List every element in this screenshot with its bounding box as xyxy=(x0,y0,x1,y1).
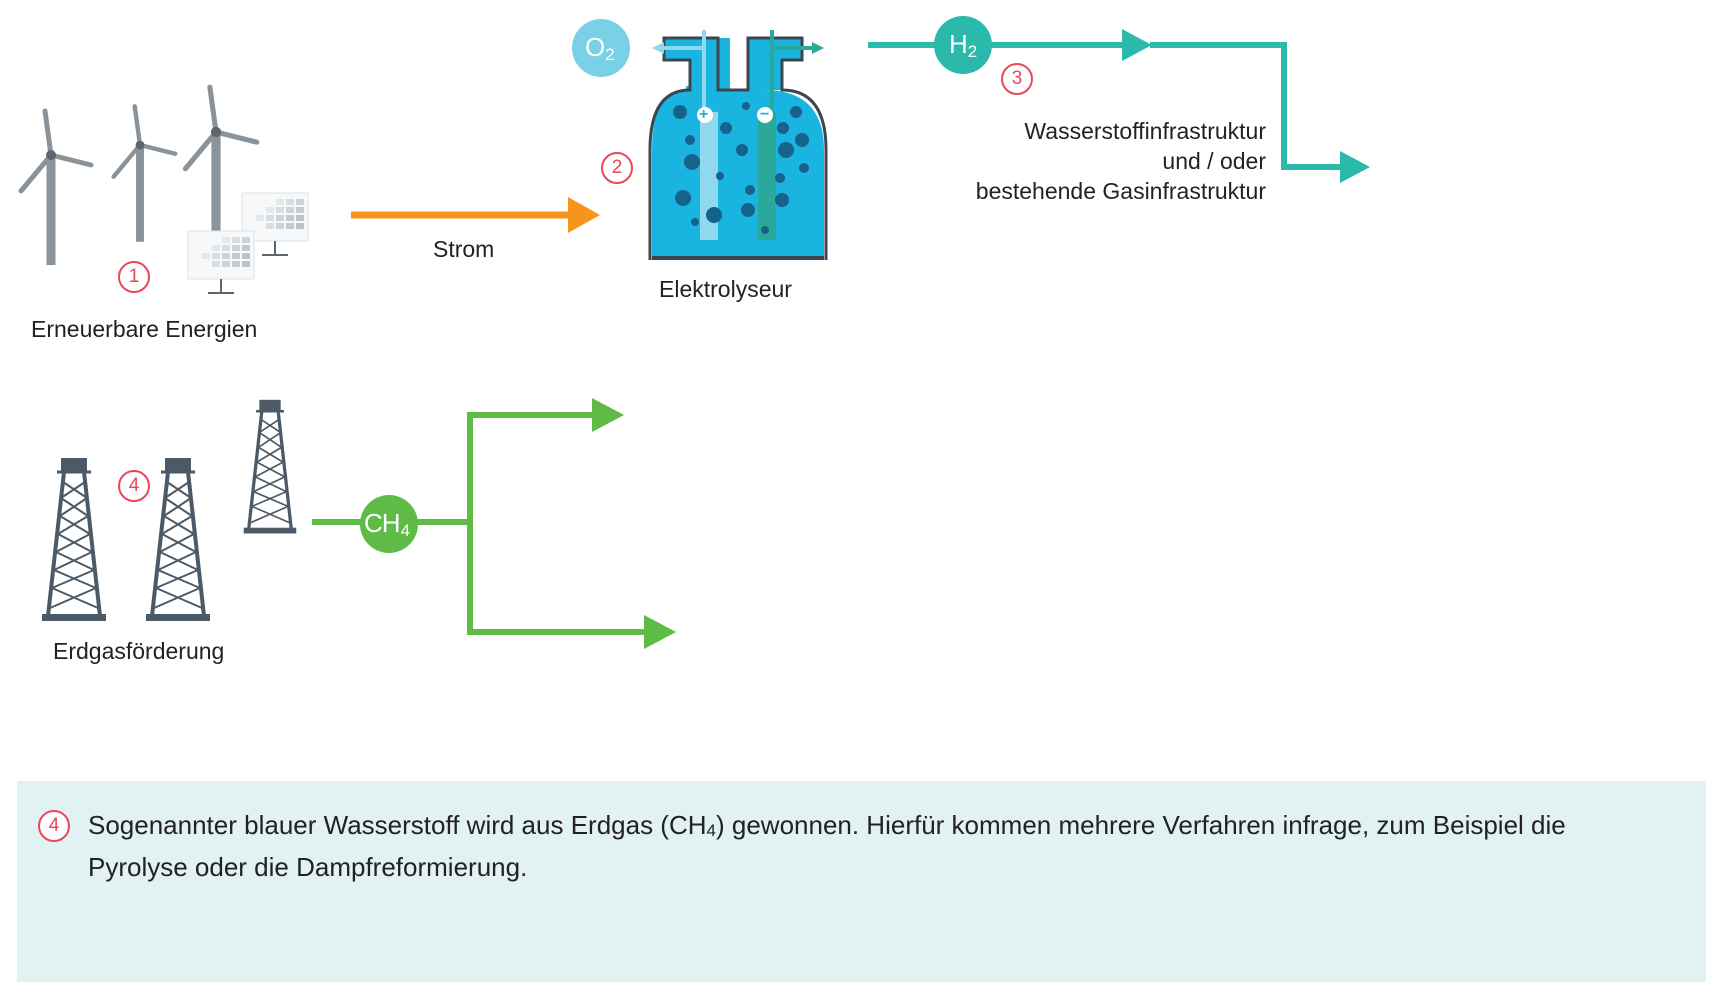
power-flow-arrow xyxy=(351,197,600,233)
gas-extraction-label: Erdgasförderung xyxy=(53,638,225,664)
cathode-terminal-icon xyxy=(757,107,773,123)
hydrogen-bubble xyxy=(934,16,992,74)
anode-terminal-icon xyxy=(697,107,713,123)
solar-panel-icon xyxy=(187,192,309,294)
derrick-icon xyxy=(40,398,298,623)
renewables-label: Erneuerbare Energien xyxy=(31,316,258,342)
hydrogen-label: H2 xyxy=(949,29,977,61)
step-number-3: 3 xyxy=(1001,63,1033,95)
power-label: Strom xyxy=(433,236,495,262)
infrastructure-line-3: bestehende Gasinfrastruktur xyxy=(975,178,1266,204)
anode-sign: + xyxy=(699,106,709,123)
info-box: 4 Sogenannter blauer Wasserstoff wird au… xyxy=(17,781,1706,982)
infrastructure-label: Wasserstoffinfrastruktur und / oder best… xyxy=(916,116,1266,206)
oxygen-bubble xyxy=(572,19,630,77)
hydrogen-flow-arrow xyxy=(868,29,1370,183)
methane-label: CH4 xyxy=(364,508,410,540)
electrolyzer-label: Elektrolyseur xyxy=(659,276,792,302)
methane-bubble xyxy=(360,495,418,553)
oxygen-label: O2 xyxy=(585,32,615,64)
infrastructure-line-1: Wasserstoffinfrastruktur xyxy=(1024,118,1266,144)
cathode-sign: − xyxy=(760,106,770,123)
step-number-2: 2 xyxy=(601,152,633,184)
step-number-1: 1 xyxy=(118,261,150,293)
infrastructure-line-2: und / oder xyxy=(1162,148,1266,174)
info-step-number: 4 xyxy=(38,810,70,842)
info-text: Sogenannter blauer Wasserstoff wird aus … xyxy=(88,810,1566,882)
step-number-4: 4 xyxy=(118,470,150,502)
electrolyzer-icon xyxy=(648,30,828,260)
